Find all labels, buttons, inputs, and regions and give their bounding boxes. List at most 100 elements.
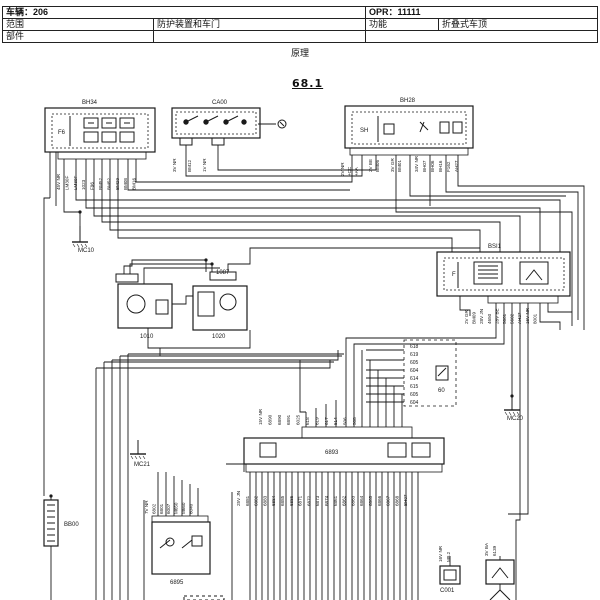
wire-junctions bbox=[49, 210, 514, 498]
wire-label: 6882 bbox=[254, 495, 259, 506]
label-mc21: MC21 bbox=[134, 462, 151, 468]
wire-label: 6868 bbox=[394, 495, 399, 506]
wire-label: 3V GR bbox=[390, 158, 395, 172]
label-1020: 1020 bbox=[212, 334, 226, 340]
wire-label: +CC bbox=[347, 166, 352, 176]
unit-1020 bbox=[192, 271, 248, 331]
label-mc10: MC10 bbox=[78, 248, 95, 254]
box60-item: 604 bbox=[410, 400, 419, 406]
wire-label: 6881 bbox=[245, 495, 250, 506]
label-mc20: MC20 bbox=[507, 416, 524, 422]
wire-label: 6874 bbox=[324, 495, 329, 506]
connector-c001 bbox=[439, 565, 461, 585]
wire-label: BH07 bbox=[422, 160, 427, 172]
box60-list: 618 619 605 604 614 615 605 604 bbox=[410, 344, 419, 406]
wire-label: 6862 bbox=[342, 495, 347, 506]
component-labels: BH34 CA00 BH28 BSI1 1010 1020 1087 6893 … bbox=[58, 98, 524, 594]
wire-label: 619 bbox=[314, 417, 319, 425]
part-right-blank bbox=[365, 30, 598, 43]
unit-6139 bbox=[485, 559, 515, 600]
wire-label: BM09 bbox=[472, 312, 477, 324]
range-label: 范围 bbox=[3, 19, 154, 30]
wire-harness bbox=[43, 145, 585, 600]
wire-label: 6867 bbox=[386, 495, 391, 506]
wire-label: F96 bbox=[90, 182, 95, 190]
wire-label: 2V GR bbox=[464, 310, 469, 324]
ground-mc10 bbox=[72, 226, 88, 248]
module-6893 bbox=[243, 426, 445, 473]
motor-1010 bbox=[115, 273, 173, 329]
label-c001: C001 bbox=[440, 588, 455, 594]
label-6895: 6895 bbox=[170, 580, 184, 586]
bsi1-module bbox=[436, 251, 571, 304]
ca00-switch bbox=[171, 107, 287, 146]
wire-label: BH06 bbox=[430, 160, 435, 172]
box60-item: 605 bbox=[410, 360, 419, 366]
wire-label: BH16 bbox=[438, 160, 443, 172]
wire-label: M660 bbox=[181, 502, 186, 514]
label-bh34: BH34 bbox=[82, 100, 98, 106]
label-6893: 6893 bbox=[325, 450, 339, 456]
wire-label: 6139 bbox=[492, 545, 497, 556]
wire-label: BM12 bbox=[187, 160, 192, 172]
wire-label: BM52 bbox=[98, 178, 103, 190]
wire-label: BM29 bbox=[115, 178, 120, 190]
wire-label: M8.2 bbox=[446, 551, 451, 562]
wire-label: LM30F bbox=[73, 176, 78, 190]
wire-label: BM06 bbox=[375, 160, 380, 172]
caption: 原理 bbox=[290, 48, 309, 58]
wire-label: AH27 bbox=[517, 312, 522, 324]
wire-label: 6040 bbox=[188, 503, 193, 514]
wire-label: BM16 bbox=[132, 178, 137, 190]
wire-label: 15V NR bbox=[258, 408, 263, 425]
wire-label: 45V NR bbox=[56, 173, 61, 190]
label-bh34-fuse: F6 bbox=[58, 130, 66, 136]
wire-label: 618 bbox=[305, 417, 310, 425]
wire-label: 508 bbox=[352, 417, 357, 425]
wire-label: BH07 bbox=[403, 494, 408, 506]
wire-label: 28V JN bbox=[479, 309, 484, 324]
wire-label: 6802 bbox=[151, 503, 156, 514]
wire-label: M650 bbox=[174, 502, 179, 514]
module-6895 bbox=[151, 515, 225, 600]
wire-label: BM01 bbox=[397, 160, 402, 172]
wire-label: 28V BE bbox=[494, 308, 499, 324]
box60-item: 615 bbox=[410, 384, 419, 390]
wire-label: 4650 bbox=[487, 313, 492, 324]
part-label: 部件 bbox=[3, 31, 154, 42]
box60-item: 605 bbox=[410, 392, 419, 398]
wire-label: 6872 bbox=[306, 495, 311, 506]
wire-label: BM08 bbox=[123, 178, 128, 190]
ground-mc20 bbox=[504, 396, 520, 416]
wire-label: 16V NR bbox=[438, 545, 443, 562]
wire-label: LM30F bbox=[64, 176, 69, 190]
wire-label: F162 bbox=[446, 161, 451, 172]
battery-bb00 bbox=[43, 499, 59, 547]
page-number: 68.1 bbox=[292, 77, 324, 90]
range-value: 防护装置和车门 bbox=[157, 19, 221, 30]
wire-label: 6861 bbox=[333, 495, 338, 506]
wire-label: 6865 bbox=[368, 495, 373, 506]
header-table: 车辆：206 OPR：11111 范围 防护装置和车门 功能 折叠式车顶 部件 bbox=[2, 6, 598, 43]
wire-label: 6890 bbox=[277, 414, 282, 425]
wire-label: 6890 bbox=[267, 414, 272, 425]
box60-item: 619 bbox=[410, 352, 419, 358]
ground-mc21 bbox=[130, 440, 146, 460]
wire-label: 6864 bbox=[359, 495, 364, 506]
label-1087: 1087 bbox=[216, 270, 230, 276]
wire-label: 514 bbox=[333, 417, 338, 425]
wire-label: 6863 bbox=[350, 495, 355, 506]
box60-item: 618 bbox=[410, 344, 419, 350]
wire-label: 5602 bbox=[510, 313, 515, 324]
bh34-module bbox=[44, 107, 156, 160]
wire-label: 6884 bbox=[271, 495, 276, 506]
wire-label: 506 bbox=[343, 417, 348, 425]
wire-label: 6866 bbox=[377, 495, 382, 506]
wire-label: 6883 bbox=[262, 495, 267, 506]
label-bb00: BB00 bbox=[64, 522, 79, 528]
box60-item: 614 bbox=[410, 376, 419, 382]
wire-label: 7V NR bbox=[144, 500, 149, 514]
wire-label: 8001 bbox=[532, 313, 537, 324]
wire-label: 6891 bbox=[286, 414, 291, 425]
box-60 bbox=[403, 339, 457, 407]
